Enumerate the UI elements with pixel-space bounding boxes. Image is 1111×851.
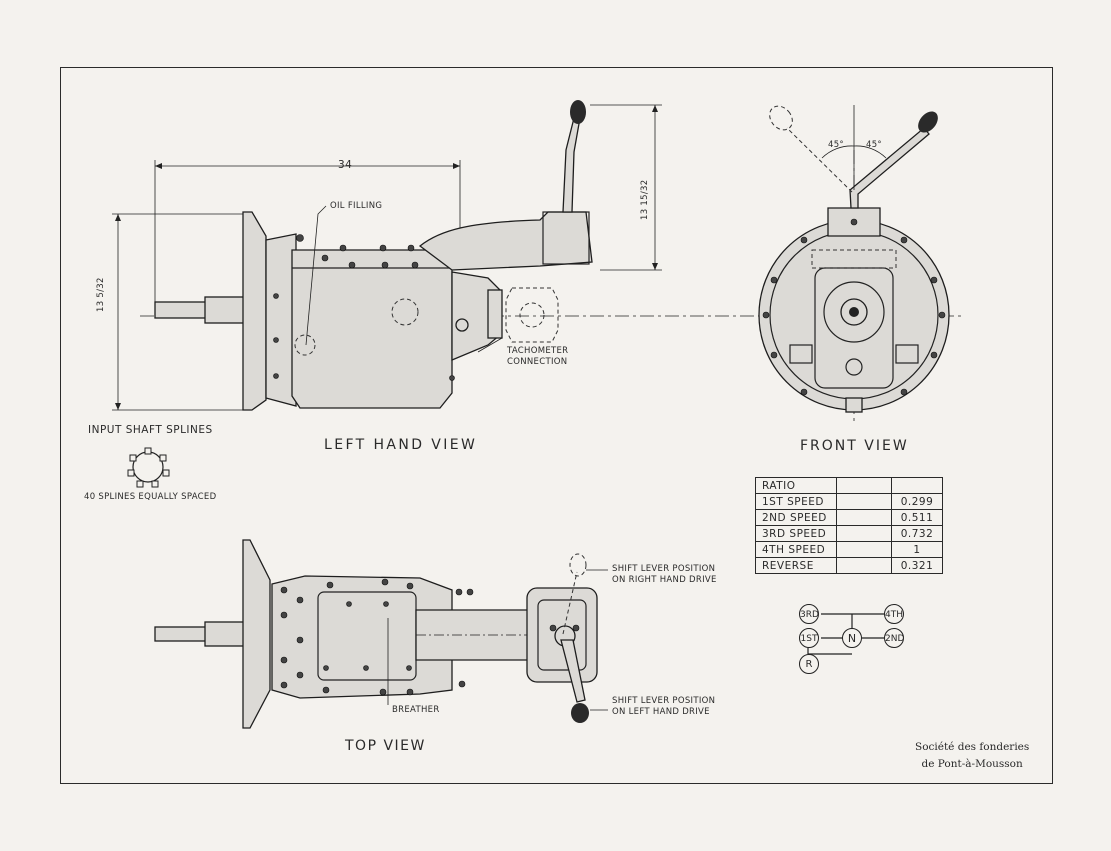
oil-filling-label: OIL FILLING	[330, 201, 383, 211]
table-row: 4TH SPEED 1	[755, 541, 943, 558]
table-row: REVERSE 0.321	[755, 557, 943, 574]
gear-name: 3RD SPEED	[755, 525, 837, 542]
gear-name: 4TH SPEED	[755, 541, 837, 558]
gear-ratio: 1	[891, 541, 943, 558]
shift-node-neutral: N	[842, 628, 862, 648]
shift-node-first: 1ST	[799, 628, 819, 648]
table-row: 2ND SPEED 0.511	[755, 509, 943, 526]
gear-name: 2ND SPEED	[755, 509, 837, 526]
splines-note: 40 SPLINES EQUALLY SPACED	[84, 492, 217, 502]
shift-node-third: 3RD	[799, 604, 819, 624]
shift-rhd-line2: ON RIGHT HAND DRIVE	[612, 575, 717, 585]
shift-node-second: 2ND	[884, 628, 904, 648]
credit-line-1: Société des fonderies	[915, 741, 1030, 753]
ratio-table-header-row: RATIO	[755, 477, 943, 494]
gear-ratio: 0.299	[891, 493, 943, 510]
angle-right-label: 45°	[866, 140, 882, 150]
front-view-drawing	[758, 105, 950, 425]
table-row: 1ST SPEED 0.299	[755, 493, 943, 510]
shift-node-fourth: 4TH	[884, 604, 904, 624]
angle-left-label: 45°	[828, 140, 844, 150]
gear-ratio: 0.511	[891, 509, 943, 526]
gear-ratio: 0.732	[891, 525, 943, 542]
top-view-title: TOP VIEW	[345, 738, 426, 754]
dimension-height-left: 13 5/32	[96, 277, 106, 312]
tachometer-label-line1: TACHOMETER	[507, 346, 569, 356]
ratio-table: RATIO 1ST SPEED 0.299 2ND SPEED 0.511 3R…	[755, 477, 943, 574]
dimension-height-right: 13 15/32	[640, 179, 650, 220]
gear-name: REVERSE	[755, 557, 837, 574]
top-view-drawing	[154, 539, 608, 729]
splines-title: INPUT SHAFT SPLINES	[88, 424, 213, 436]
shift-lhd-line2: ON LEFT HAND DRIVE	[612, 707, 710, 717]
shift-node-reverse: R	[799, 654, 819, 674]
gear-ratio: 0.321	[891, 557, 943, 574]
shift-rhd-line1: SHIFT LEVER POSITION	[612, 564, 716, 574]
spline-gear-icon	[127, 447, 170, 488]
publisher-credit: Société des fonderies de Pont-à-Mousson	[915, 739, 1029, 773]
tachometer-label-line2: CONNECTION	[507, 357, 568, 367]
gear-name: 1ST SPEED	[755, 493, 837, 510]
front-view-title: FRONT VIEW	[800, 438, 909, 454]
dimension-length: 34	[338, 159, 353, 171]
shift-lhd-line1: SHIFT LEVER POSITION	[612, 696, 716, 706]
ratio-header: RATIO	[755, 477, 837, 494]
left-hand-view-drawing	[112, 100, 965, 411]
breather-label: BREATHER	[392, 705, 440, 715]
left-hand-view-title: LEFT HAND VIEW	[324, 437, 478, 453]
table-row: 3RD SPEED 0.732	[755, 525, 943, 542]
drawing-border	[60, 67, 1053, 784]
credit-line-2: de Pont-à-Mousson	[921, 758, 1023, 770]
